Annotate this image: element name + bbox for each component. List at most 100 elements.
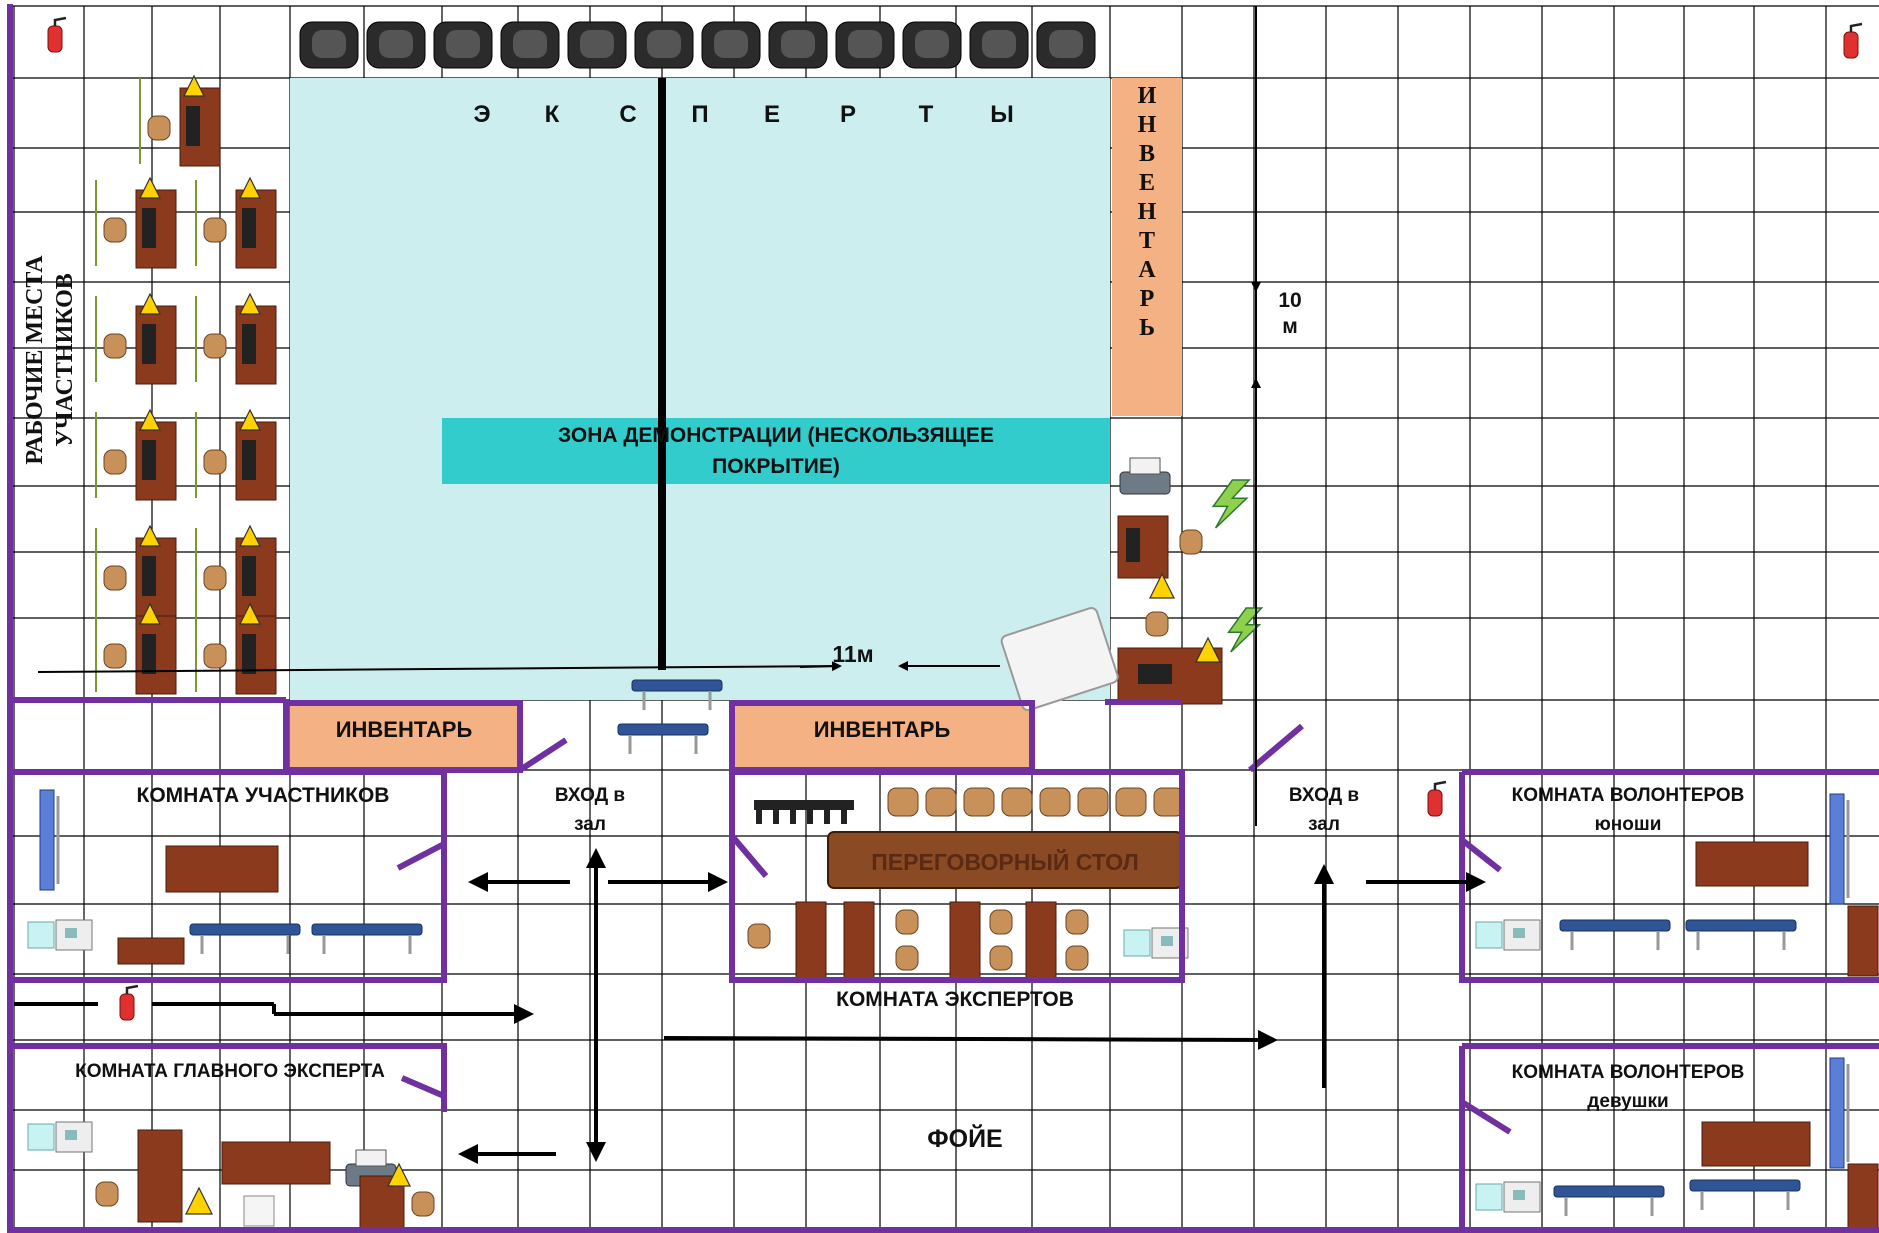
experts-room-label: КОМНАТА ЭКСПЕРТОВ — [836, 988, 1074, 1011]
fire-extinguisher-icon — [53, 16, 67, 26]
experts-letter: Э — [473, 101, 491, 128]
desk-icon — [1695, 841, 1809, 887]
chair-icon — [147, 115, 171, 141]
inventory-left-label: ИНВЕНТАРЬ — [335, 717, 473, 742]
bench-icon — [1829, 793, 1845, 905]
chair-icon — [895, 909, 919, 935]
bench-icon — [1689, 1179, 1801, 1192]
electric-hazard-icon — [1211, 479, 1251, 529]
warning-icon — [239, 176, 261, 199]
desk-icon — [142, 440, 156, 480]
chair-icon — [103, 449, 127, 475]
chair-icon — [989, 945, 1013, 971]
wall-segment — [10, 769, 447, 983]
desk-icon — [1847, 1163, 1879, 1231]
demo-zone-label: ЗОНА ДЕМОНСТРАЦИИ (НЕСКОЛЬЗЯЩЕЕ ПОКРЫТИЕ… — [442, 420, 1110, 482]
desk-icon — [165, 845, 279, 893]
volunteers-boys-label: КОМНАТА ВОЛОНТЕРОВ юноши — [1478, 781, 1778, 839]
wall-segment — [729, 769, 1185, 983]
desk-icon — [843, 901, 875, 981]
bench-icon — [189, 923, 301, 936]
participants-workplaces-line1: РАБОЧИЕ МЕСТА — [22, 255, 48, 465]
bench-icon — [1553, 1185, 1665, 1198]
chair-icon — [1065, 945, 1089, 971]
inventory-vertical-letter: В — [1138, 141, 1155, 167]
chair-icon — [513, 30, 547, 58]
inventory-vertical-letter: Н — [1137, 112, 1157, 138]
bench-icon — [39, 789, 55, 891]
bench-icon — [1685, 919, 1797, 932]
chair-icon — [915, 30, 949, 58]
desk-icon — [142, 208, 156, 248]
chair-icon — [203, 217, 227, 243]
chair-icon — [1077, 787, 1109, 817]
zones — [290, 78, 1182, 769]
bench-icon — [807, 808, 813, 824]
demo-zone-line1: ЗОНА ДЕМОНСТРАЦИИ (НЕСКОЛЬЗЯЩЕЕ — [558, 424, 994, 447]
desk-icon — [142, 634, 156, 674]
printer-icon — [355, 1149, 387, 1167]
warning-icon — [1195, 636, 1221, 663]
distance-width-label: 11м — [832, 641, 874, 667]
chair-icon — [925, 787, 957, 817]
desk-icon — [186, 106, 200, 146]
bench-icon — [617, 723, 709, 736]
chair-icon — [203, 333, 227, 359]
chair-icon — [1001, 787, 1033, 817]
cooler-icon — [1513, 1190, 1525, 1200]
warning-icon — [239, 292, 261, 315]
participants-workplaces-line2: УЧАСТНИКОВ — [52, 273, 78, 447]
volunteers-boys-line1: КОМНАТА ВОЛОНТЕРОВ — [1511, 785, 1745, 806]
cooler-icon — [1513, 928, 1525, 938]
stage-area — [290, 78, 1110, 700]
participants-room-label: КОМНАТА УЧАСТНИКОВ — [136, 784, 390, 807]
inventory-vertical-block — [1112, 78, 1182, 416]
chair-icon — [747, 923, 771, 949]
bench-icon — [841, 808, 847, 824]
chair-icon — [203, 643, 227, 669]
experts-letter: Р — [839, 101, 856, 128]
chair-icon — [781, 30, 815, 58]
wall-segment — [729, 834, 769, 878]
desk-icon — [1701, 1121, 1811, 1167]
chair-icon — [446, 30, 480, 58]
warning-icon — [185, 1186, 213, 1215]
participants-workplaces-label: РАБОЧИЕ МЕСТА УЧАСТНИКОВ — [20, 190, 80, 530]
cooler-icon — [1123, 929, 1151, 957]
volunteers-girls-line2: девушки — [1587, 1091, 1669, 1112]
chair-icon — [312, 30, 346, 58]
experts-letter: С — [619, 101, 637, 128]
experts-letter: Е — [763, 101, 780, 128]
volunteers-girls-label: КОМНАТА ВОЛОНТЕРОВ девушки — [1478, 1058, 1778, 1116]
distance-height-value: 10 — [1278, 289, 1302, 312]
printer-icon — [1119, 471, 1171, 495]
desk-icon — [1138, 664, 1172, 684]
desk-icon — [795, 901, 827, 981]
chief-expert-room-label: КОМНАТА ГЛАВНОГО ЭКСПЕРТА — [75, 1061, 385, 1082]
chair-icon — [103, 217, 127, 243]
desk-icon — [1025, 901, 1057, 981]
entrance-right-line1: ВХОД в — [1288, 785, 1360, 806]
chair-icon — [989, 909, 1013, 935]
desk-icon — [242, 208, 256, 248]
inventory-vertical-letter: Е — [1138, 170, 1155, 196]
inventory-right-label: ИНВЕНТАРЬ — [813, 717, 951, 742]
chair-icon — [379, 30, 413, 58]
chair-icon — [103, 643, 127, 669]
chair-icon — [1115, 787, 1147, 817]
warning-icon — [183, 74, 205, 97]
negotiation-table-label: ПЕРЕГОВОРНЫЙ СТОЛ — [871, 849, 1139, 875]
chair-icon — [963, 787, 995, 817]
fire-extinguisher-icon — [1849, 22, 1863, 32]
desk-icon — [1117, 515, 1169, 579]
desk-icon — [242, 324, 256, 364]
warning-icon — [239, 524, 261, 547]
chair-icon — [411, 1191, 435, 1217]
arrow-icon — [799, 661, 842, 672]
warning-icon — [139, 602, 161, 625]
chair-icon — [848, 30, 882, 58]
inventory-left-block — [290, 703, 518, 769]
distance-height-label: 10 м — [1268, 288, 1312, 341]
arrow-icon — [663, 1029, 1278, 1050]
chair-icon — [714, 30, 748, 58]
